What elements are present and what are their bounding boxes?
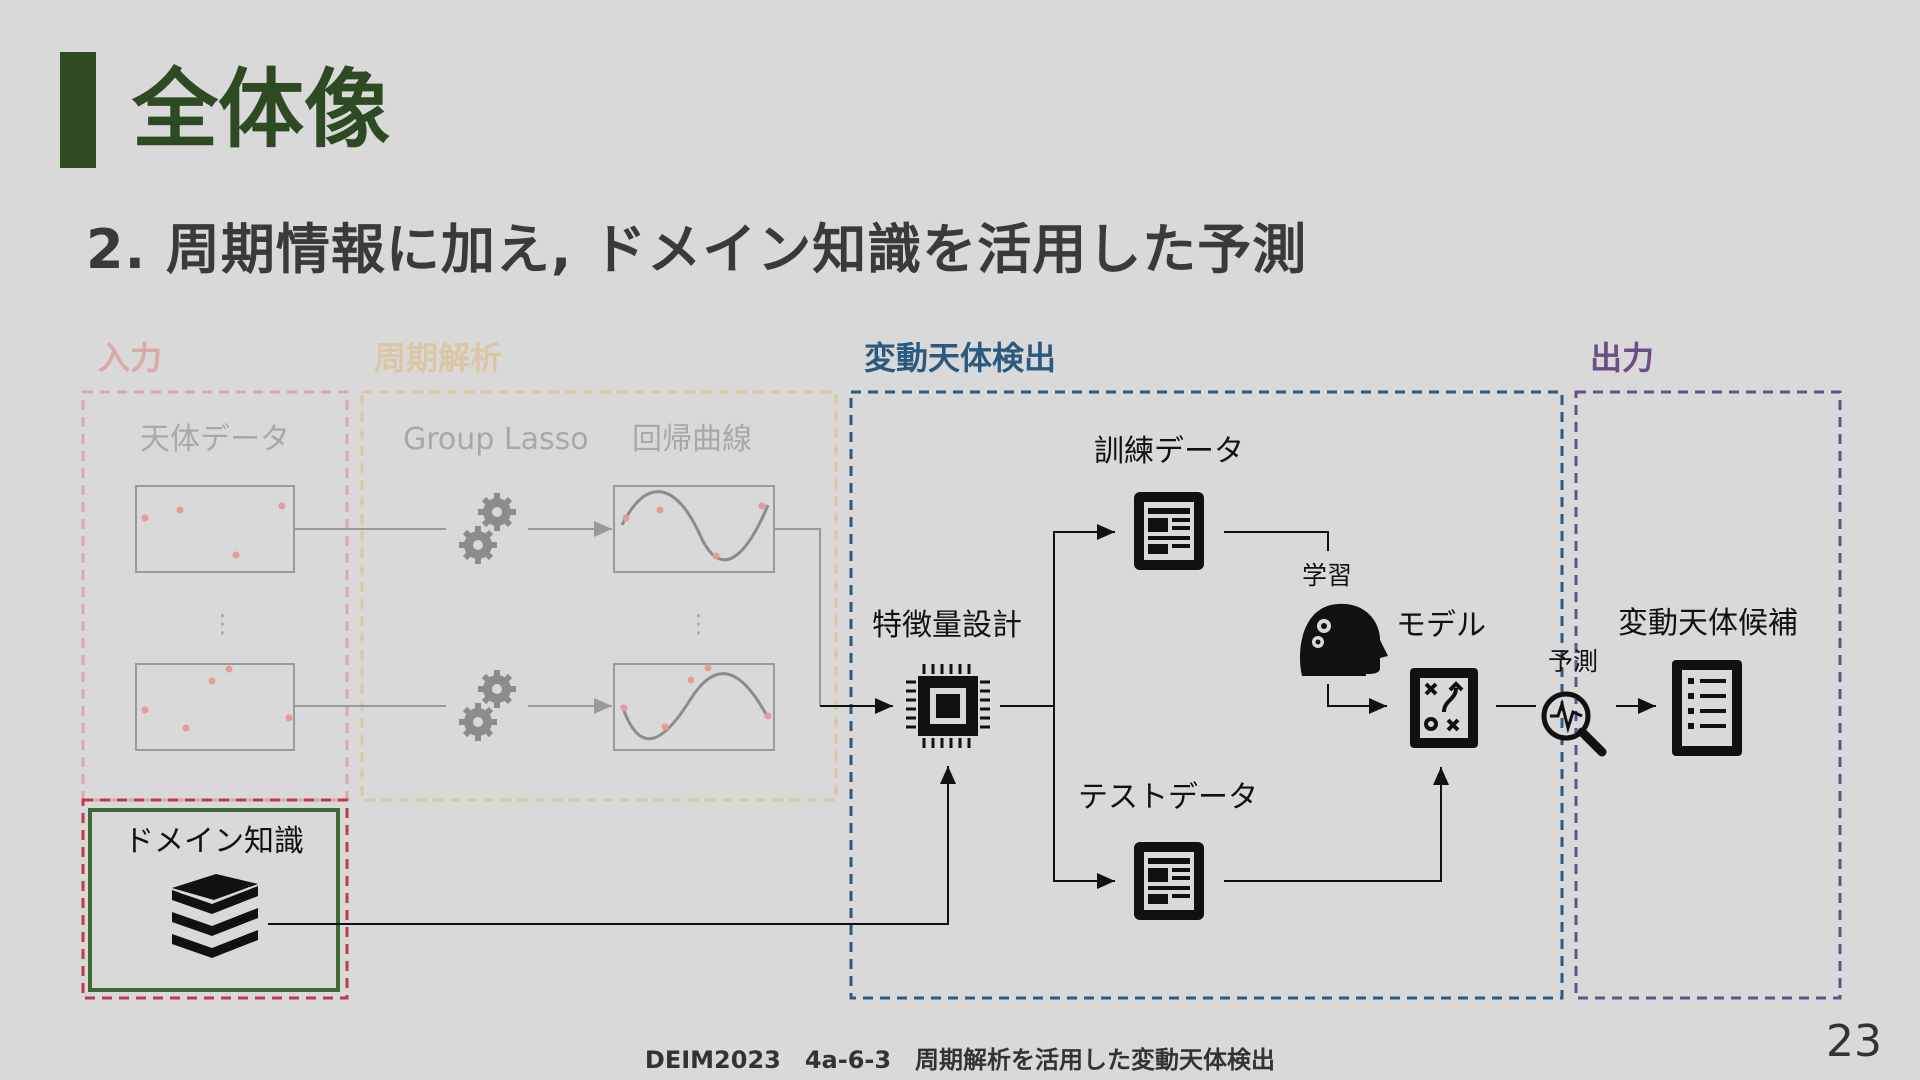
gear-icon xyxy=(459,493,516,564)
newspaper-icon xyxy=(1134,492,1204,570)
group-lasso-label: Group Lasso xyxy=(403,422,589,457)
strategy-board-icon xyxy=(1410,668,1478,748)
prediction-label: 予測 xyxy=(1548,647,1599,676)
data-plot-2 xyxy=(135,663,295,751)
section-input-label: 入力 xyxy=(98,339,163,377)
head-gears-icon xyxy=(1299,603,1388,676)
page-title: 全体像 xyxy=(132,60,390,160)
list-document-icon xyxy=(1672,660,1742,756)
regression-plot-1 xyxy=(613,485,775,573)
gear-icon xyxy=(459,670,516,741)
regression-plot-2 xyxy=(613,663,775,751)
domain-solid-box xyxy=(88,808,340,992)
regression-curve-label: 回帰曲線 xyxy=(632,422,752,457)
input-section-box xyxy=(81,390,349,802)
learning-label: 学習 xyxy=(1302,561,1353,590)
ellipsis-regression: ⋮ xyxy=(686,609,711,638)
detection-section-box xyxy=(849,390,1564,1000)
section-detection-label: 変動天体検出 xyxy=(864,339,1057,377)
page-subtitle: 2. 周期情報に加え, ドメイン知識を活用した予測 xyxy=(86,218,1308,281)
candidates-label: 変動天体候補 xyxy=(1618,606,1798,641)
domain-dashed-box xyxy=(81,798,349,1000)
model-label: モデル xyxy=(1396,608,1486,643)
newspaper-icon xyxy=(1134,842,1204,920)
celestial-data-label: 天体データ xyxy=(140,422,290,457)
ellipsis-input: ⋮ xyxy=(210,609,235,638)
chip-icon xyxy=(906,664,990,748)
books-icon xyxy=(172,874,258,958)
feature-design-label: 特徴量設計 xyxy=(872,608,1022,643)
data-plot-1 xyxy=(135,485,295,573)
section-output-label: 出力 xyxy=(1590,339,1655,377)
domain-knowledge-label: ドメイン知識 xyxy=(124,824,304,859)
footer-text: DEIM2023 4a-6-3 周期解析を活用した変動天体検出 xyxy=(644,1046,1276,1074)
title-accent-bar xyxy=(60,52,96,168)
test-data-label: テストデータ xyxy=(1078,780,1258,815)
magnifier-pulse-icon xyxy=(1541,691,1607,757)
section-periodic-label: 周期解析 xyxy=(374,339,503,377)
train-data-label: 訓練データ xyxy=(1094,434,1244,469)
page-number: 23 xyxy=(1826,1016,1882,1067)
